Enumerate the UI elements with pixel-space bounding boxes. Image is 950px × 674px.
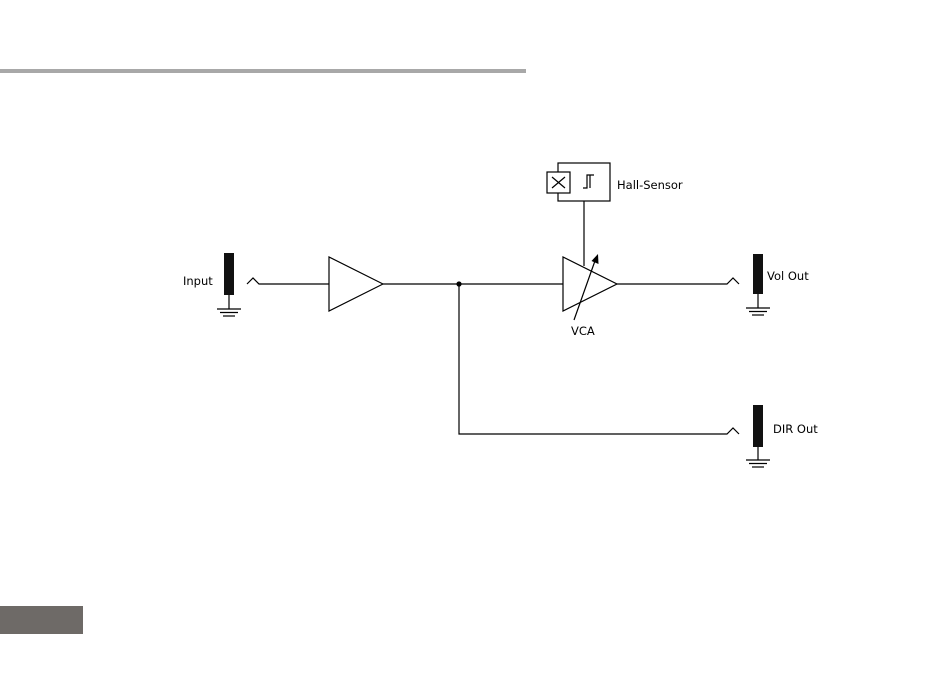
vca-amplifier [563, 257, 617, 311]
vol-out-label: Vol Out [767, 269, 809, 283]
input-label: Input [183, 274, 213, 288]
dir-out-jack-bar [753, 405, 763, 447]
input-wire [247, 278, 329, 284]
header-rule [0, 69, 526, 73]
hall-sensor-label: Hall-Sensor [617, 178, 683, 192]
vol-out-connector [746, 254, 770, 315]
hall-sensor-block [547, 163, 610, 201]
vca-control-arrow-head [592, 254, 599, 264]
vca-label: VCA [571, 324, 595, 338]
input-jack-bar [224, 253, 234, 295]
dir-out-connector [746, 405, 770, 467]
vol-out-jack-bar [753, 254, 763, 294]
vol-out-wire [617, 278, 739, 284]
footer-tab [0, 606, 83, 634]
dir-out-wire [459, 284, 739, 434]
buffer-amplifier [329, 257, 383, 311]
vca-control-arrow-shaft [574, 258, 596, 320]
schmitt-trigger-icon [583, 175, 594, 188]
input-connector [217, 253, 241, 316]
dir-out-label: DIR Out [773, 422, 818, 436]
